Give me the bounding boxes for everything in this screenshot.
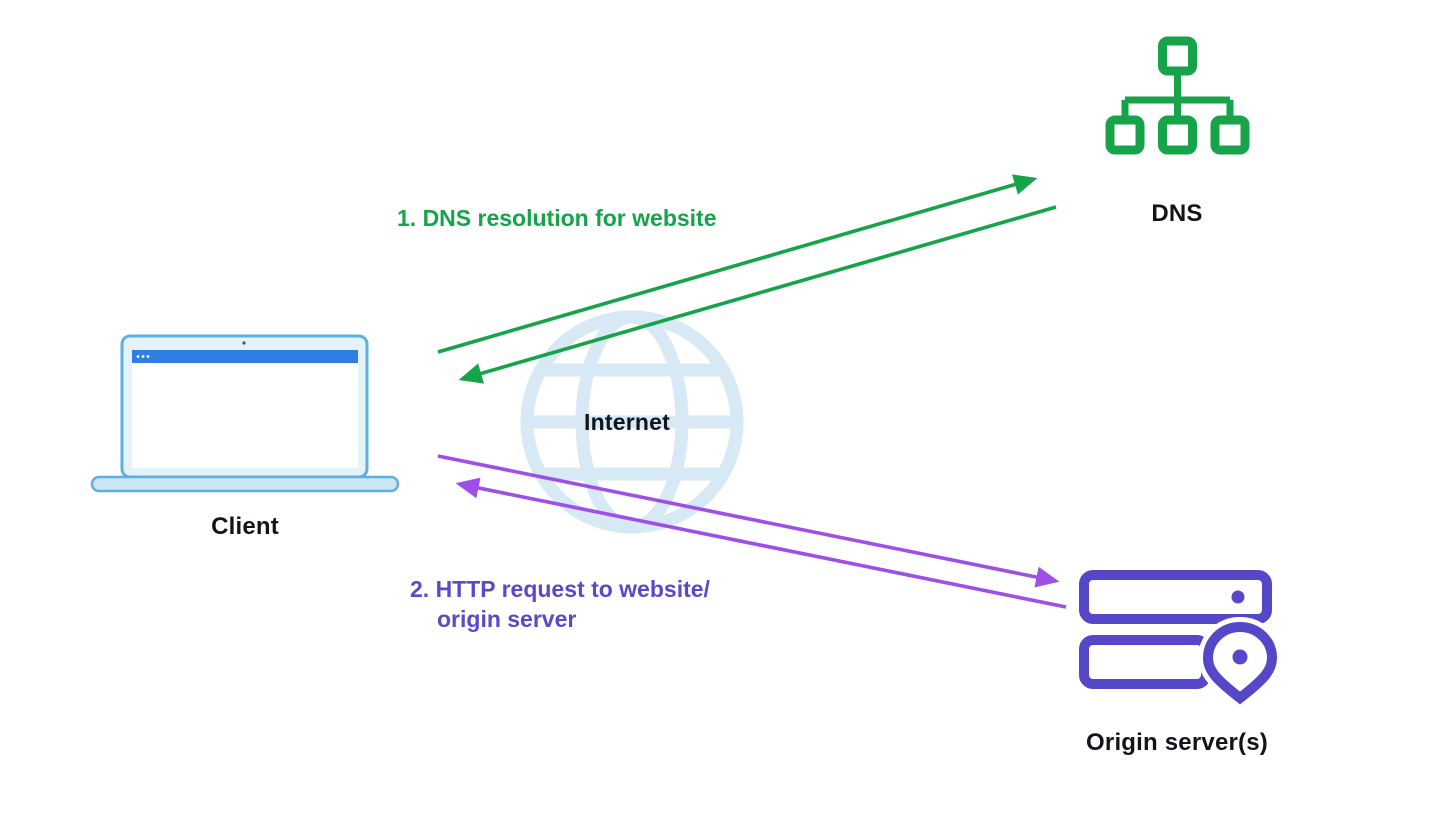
globe-icon bbox=[520, 310, 744, 534]
dns-label: DNS bbox=[1151, 200, 1203, 227]
laptop-base bbox=[90, 475, 400, 493]
server-led-dot bbox=[1231, 590, 1245, 604]
laptop-icon bbox=[90, 334, 400, 493]
laptop-window-dots bbox=[136, 355, 150, 358]
arrow-http-request bbox=[437, 454, 1060, 588]
dns-tree-icon bbox=[1105, 36, 1250, 155]
laptop-titlebar bbox=[132, 350, 358, 363]
arrow-http-response bbox=[455, 477, 1067, 609]
internet-label: Internet bbox=[584, 409, 670, 435]
client-label: Client bbox=[211, 513, 279, 540]
arrow-dns-response bbox=[458, 205, 1057, 384]
location-pin-dot bbox=[1232, 649, 1248, 665]
origin-server-label: Origin server(s) bbox=[1086, 729, 1268, 756]
laptop-camera-dot bbox=[242, 341, 246, 345]
origin-server-icon bbox=[1079, 570, 1280, 711]
server-rack-top bbox=[1079, 570, 1272, 624]
flow-label-http-request: 2. HTTP request to website/ origin serve… bbox=[410, 574, 710, 634]
arrow-dns-request bbox=[437, 174, 1038, 354]
flow-label-http-line1: 2. HTTP request to website/ bbox=[410, 576, 710, 602]
laptop-screen bbox=[132, 350, 358, 468]
flow-label-dns-resolution: 1. DNS resolution for website bbox=[397, 205, 717, 231]
flow-label-http-line2: origin server bbox=[437, 606, 577, 632]
